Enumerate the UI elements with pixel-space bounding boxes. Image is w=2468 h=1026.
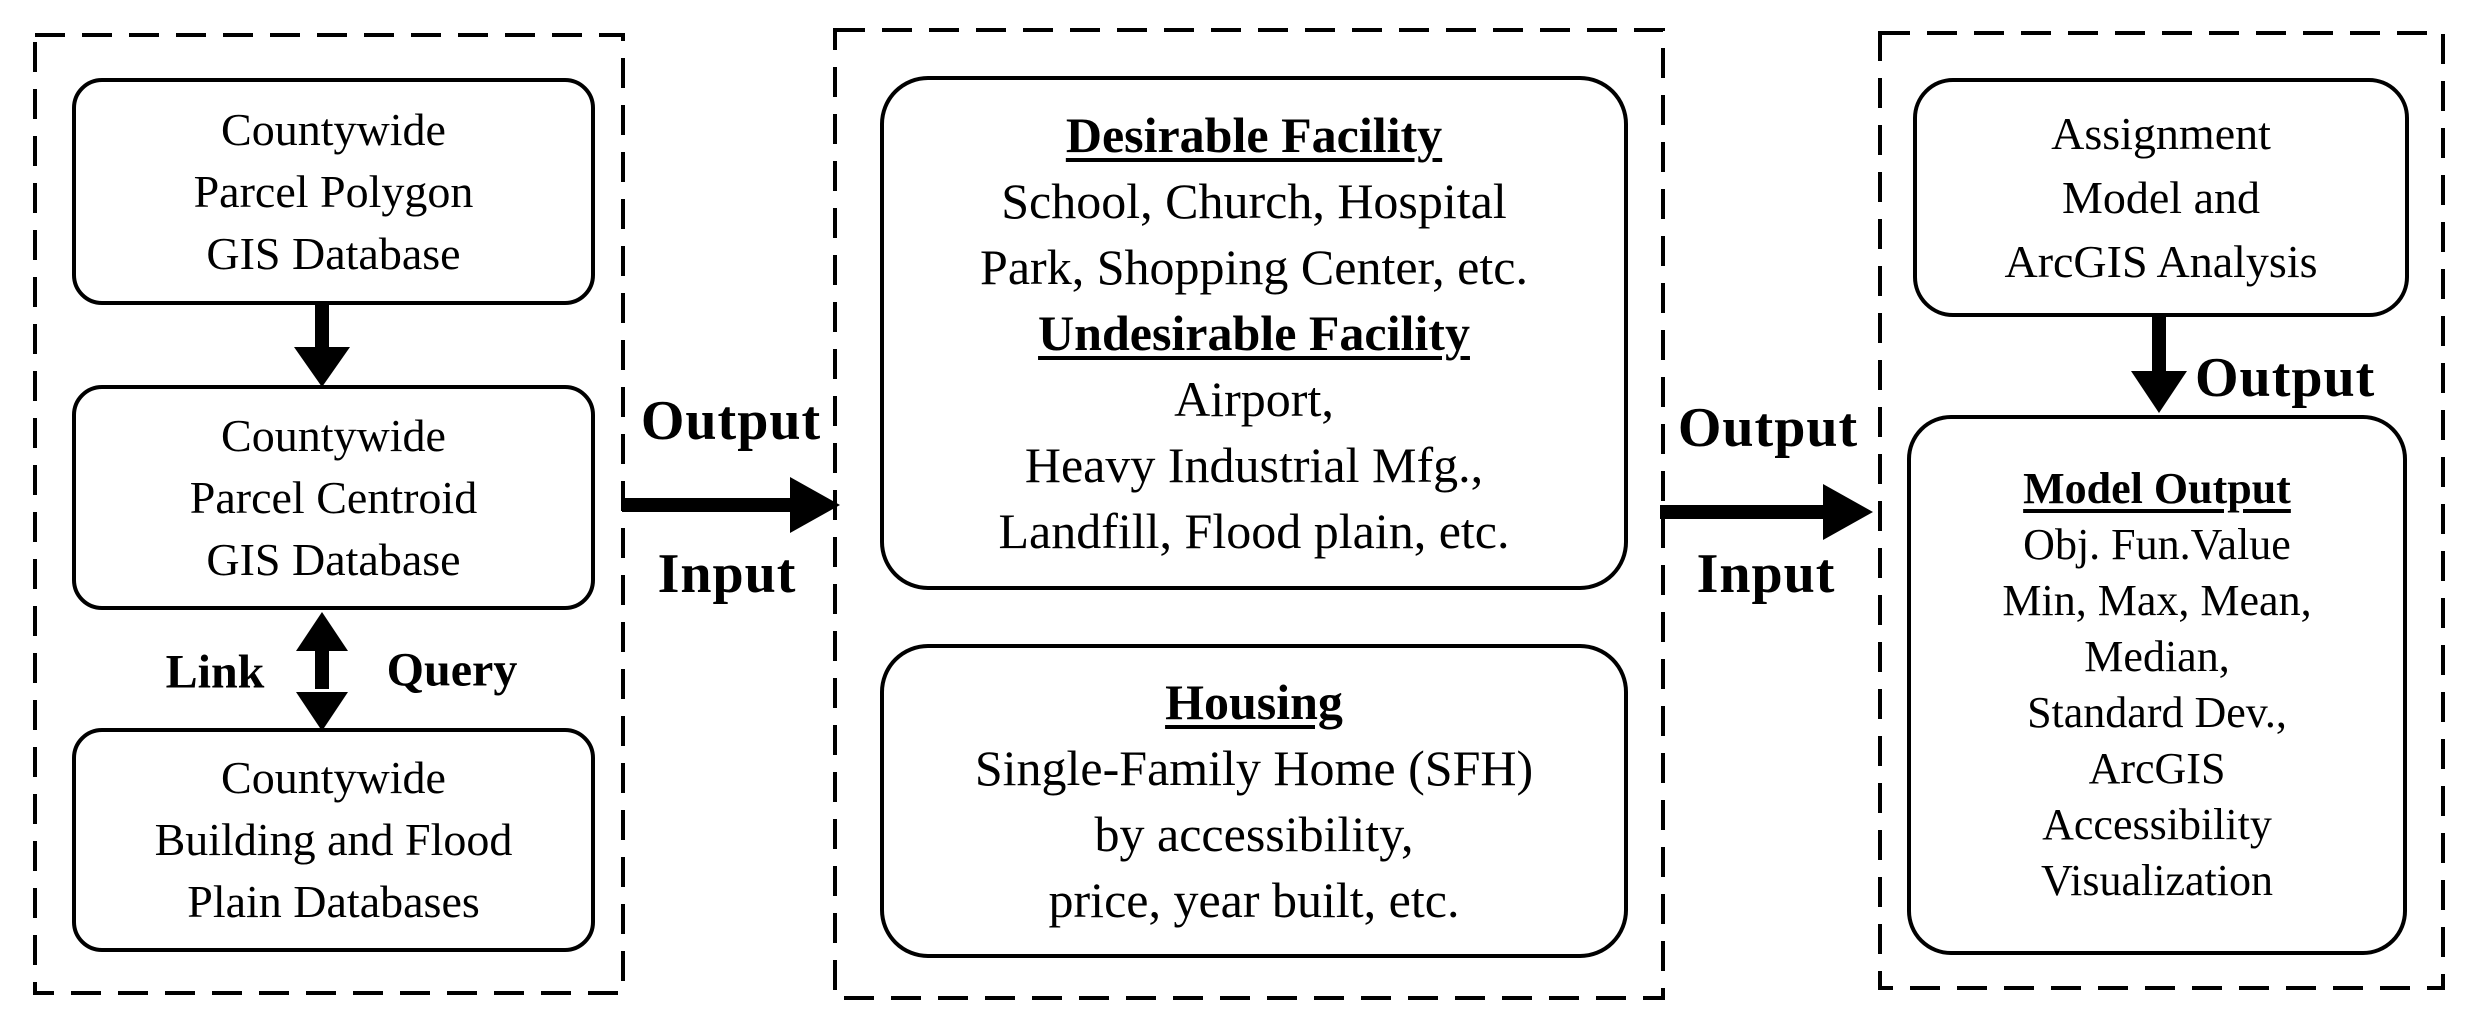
connector1-input-label: Input: [657, 543, 797, 605]
model-output-box: Model Output Obj. Fun.Value Min, Max, Me…: [1907, 415, 2407, 955]
box-line: Airport,: [1174, 371, 1334, 427]
box-line: Obj. Fun.Value: [2023, 520, 2291, 569]
double-arrow-link-query-icon: [296, 612, 348, 731]
analysis-box: Assignment Model and ArcGIS Analysis: [1913, 78, 2409, 317]
box-line: by accessibility,: [1094, 806, 1414, 862]
connector1-output-label: Output: [640, 390, 822, 452]
housing-heading: Housing: [1165, 674, 1343, 730]
down-arrow-analysis-to-output-icon: [2131, 317, 2187, 413]
box-line: Park, Shopping Center, etc.: [980, 239, 1528, 295]
box-line: Landfill, Flood plain, etc.: [998, 503, 1510, 559]
box-line: Min, Max, Mean,: [2002, 576, 2312, 625]
box-line: School, Church, Hospital: [1001, 173, 1507, 229]
connector2-input-label: Input: [1696, 543, 1836, 605]
box-line: GIS Database: [206, 227, 461, 279]
box-line: Single-Family Home (SFH): [974, 740, 1534, 796]
box-line: ArcGIS: [2088, 744, 2226, 793]
box-line: Countywide: [221, 409, 446, 461]
box-line: Heavy Industrial Mfg.,: [1024, 437, 1484, 493]
desirable-facility-heading: Desirable Facility: [1065, 107, 1443, 163]
box-line: Countywide: [221, 103, 446, 155]
undesirable-facility-heading: Undesirable Facility: [1038, 305, 1470, 361]
arrow-middle-to-right-icon: [1660, 484, 1873, 540]
box-line: Standard Dev.,: [2027, 688, 2287, 737]
link-label: Link: [165, 645, 265, 699]
down-arrow-polygon-to-centroid-icon: [294, 303, 350, 387]
box-line: Model and: [2061, 171, 2260, 223]
box-line: Countywide: [221, 752, 446, 803]
box-line: Median,: [2084, 632, 2230, 681]
box-line: GIS Database: [206, 533, 461, 585]
box-line: Visualization: [2041, 856, 2273, 905]
box-line: Parcel Centroid: [189, 471, 478, 523]
parcel-centroid-box: Countywide Parcel Centroid GIS Database: [72, 385, 595, 610]
parcel-polygon-box: Countywide Parcel Polygon GIS Database: [72, 78, 595, 305]
model-output-heading: Model Output: [2023, 464, 2291, 513]
building-floodplain-box: Countywide Building and Flood Plain Data…: [72, 728, 595, 952]
box-line: price, year built, etc.: [1048, 872, 1460, 928]
box-line: Parcel Polygon: [193, 165, 474, 217]
box-line: Plain Databases: [187, 876, 480, 927]
query-label: Query: [386, 643, 518, 697]
model-output-arrow-label: Output: [2195, 347, 2376, 409]
box-line: Accessibility: [2042, 800, 2272, 849]
arrow-left-to-middle-icon: [622, 477, 840, 533]
housing-box: Housing Single-Family Home (SFH) by acce…: [880, 644, 1628, 958]
box-line: Assignment: [2051, 107, 2271, 159]
box-line: Building and Flood: [154, 814, 513, 865]
connector2-output-label: Output: [1677, 397, 1859, 459]
facility-box: Desirable Facility School, Church, Hospi…: [880, 76, 1628, 590]
box-line: ArcGIS Analysis: [2004, 235, 2318, 287]
